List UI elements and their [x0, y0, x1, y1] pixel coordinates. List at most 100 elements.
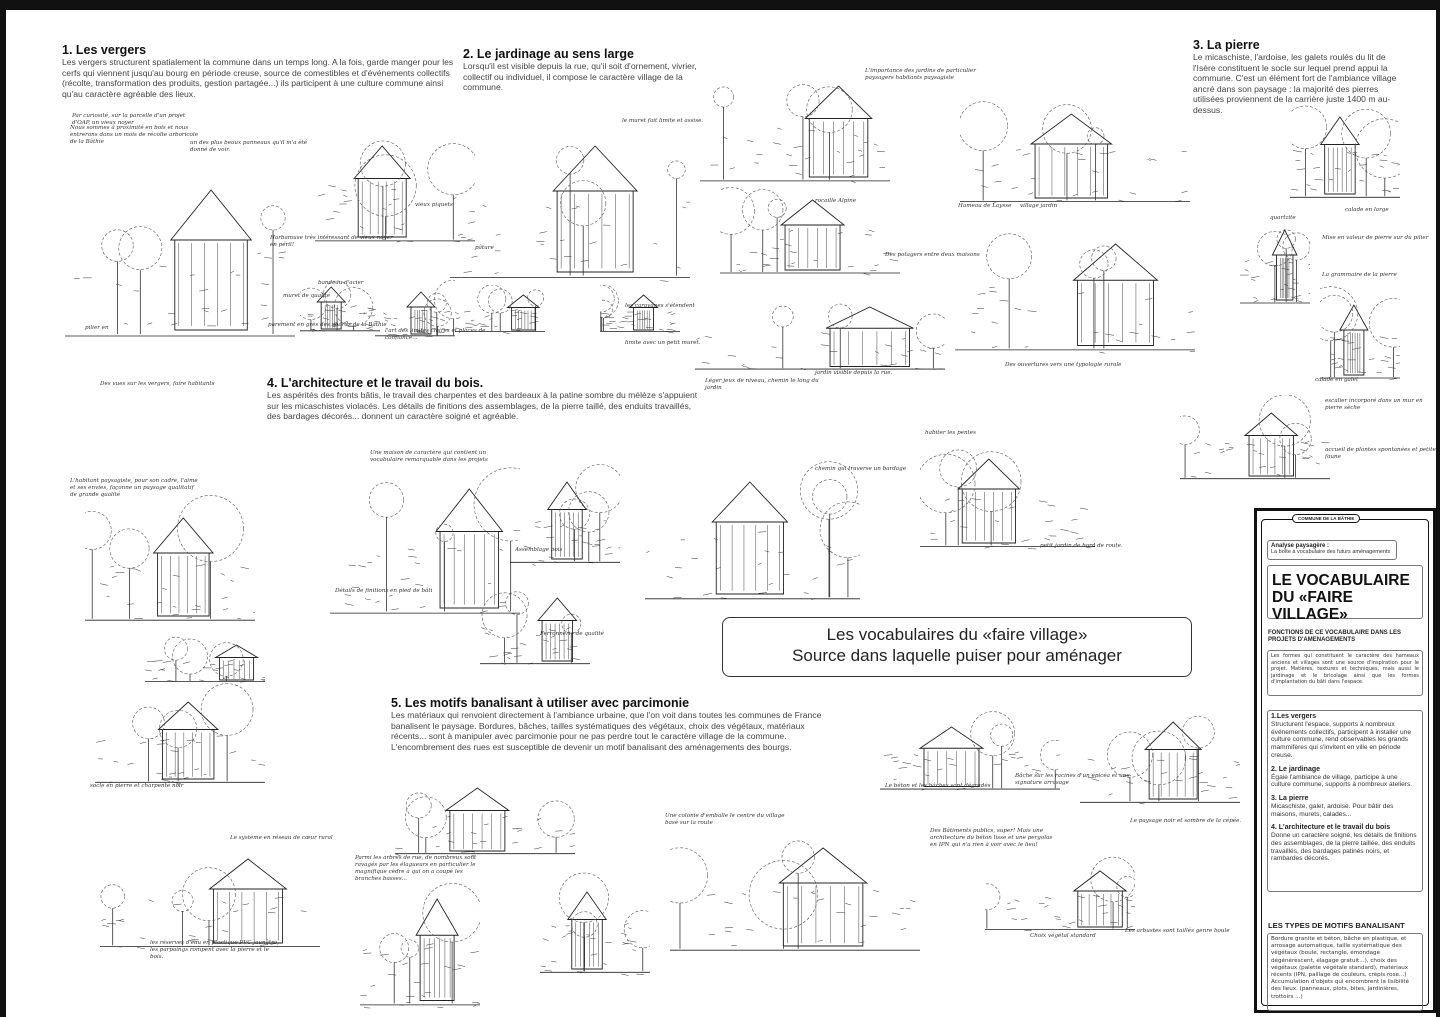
pen-sketch-illustration — [375, 280, 455, 340]
analyse-box: Analyse paysagère : La boîte à vocabulai… — [1267, 540, 1397, 560]
fonctions-text: Les formes qui constituent le caractère … — [1267, 650, 1423, 696]
item-title: 2. Le jardinage — [1271, 765, 1321, 773]
pen-sketch-illustration — [1080, 700, 1240, 810]
pen-sketch-illustration — [955, 215, 1195, 360]
pen-sketch-illustration — [920, 435, 1095, 555]
section-motifs-banalisant: 5. Les motifs banalisant à utiliser avec… — [391, 696, 831, 752]
section-jardinage: 2. Le jardinage au sens large Lorsqu'il … — [463, 47, 708, 93]
pen-sketch-illustration — [100, 835, 320, 955]
pen-sketch-illustration — [85, 490, 255, 630]
summary-panel: COMMUNE DE LA BÂTHIE Analyse paysagère :… — [1254, 508, 1436, 1013]
section-title: 3. La pierre — [1193, 38, 1260, 52]
types-heading: LES TYPES DE MOTIFS BANALISANT — [1268, 921, 1405, 930]
item-title: 3. La pierre — [1271, 794, 1309, 802]
handwritten-annotation: bandeau d'acier — [318, 280, 364, 286]
handwritten-annotation: Détails de finitions en pied de bâti — [335, 588, 433, 594]
item-title: 4. L'architecture et le travail du bois — [1271, 824, 1391, 832]
pen-sketch-illustration — [695, 290, 945, 375]
pen-sketch-illustration — [1290, 95, 1400, 205]
pen-sketch-illustration — [360, 870, 480, 1015]
fonctions-heading: FONCTIONS DE CE VOCABULAIRE DANS LES PRO… — [1268, 630, 1402, 643]
handwritten-annotation: un des plus beaux panneaux qu'il m'a été… — [190, 140, 308, 153]
handwritten-annotation: Par curiosité, sur la parcelle d'un proj… — [72, 113, 186, 126]
handwritten-annotation: Assemblage bois — [515, 547, 563, 553]
handwritten-annotation: chemin qui traverse un bardage — [815, 466, 907, 472]
poster-frame-top — [0, 0, 1440, 10]
section-text: Les matériaux qui renvoient directement … — [391, 710, 822, 752]
section-text: Les vergers structurent spatialement la … — [62, 57, 454, 99]
handwritten-annotation: Des vues sur les vergers, faire habitant… — [100, 381, 215, 387]
handwritten-annotation: l'art des limites claires et places de c… — [385, 328, 486, 341]
handwritten-annotation: Hameau de Laysse — [958, 203, 1012, 209]
pen-sketch-illustration — [720, 180, 900, 280]
pen-sketch-illustration — [395, 770, 575, 860]
handwritten-annotation: Une colonie d'emballe le centre du villa… — [665, 813, 785, 826]
commune-label: COMMUNE DE LA BÂTHIE — [1292, 514, 1361, 523]
section-title: 4. L'architecture et le travail du bois. — [267, 376, 484, 390]
item-text: Égaie l'ambiance de village, participe à… — [1271, 773, 1413, 789]
handwritten-annotation: Harbamuse très intéressant de vieux noye… — [270, 235, 393, 248]
handwritten-annotation: rocaille Alpine — [815, 198, 857, 204]
section-text: Lorsqu'il est visible depuis la rue, qu'… — [463, 61, 697, 92]
handwritten-annotation: calade en large — [1345, 207, 1389, 213]
center-line-2: Source dans laquelle puiser pour aménage… — [792, 646, 1122, 665]
handwritten-annotation: Des potagers entre deux maisons — [885, 252, 980, 258]
pen-sketch-illustration — [670, 820, 920, 960]
main-title-line-1: LE VOCABULAIRE — [1272, 572, 1410, 589]
pen-sketch-illustration — [540, 870, 650, 980]
pen-sketch-illustration — [510, 460, 620, 570]
handwritten-annotation: Le béton et les bâches sont dégradés — [885, 783, 991, 789]
handwritten-annotation: muret de qualité — [283, 293, 331, 299]
section-text: Le micaschiste, l'ardoise, les galets ro… — [1193, 52, 1397, 115]
pen-sketch-illustration — [985, 855, 1135, 935]
handwritten-annotation: escalier incorporé dans un mur en pierre… — [1325, 398, 1423, 411]
handwritten-annotation: socle en pierre et charpente noir — [90, 783, 184, 789]
handwritten-annotation: L'habitant paysagiste, pour son cadre, l… — [70, 478, 198, 498]
pen-sketch-illustration — [645, 450, 860, 610]
pen-sketch-illustration — [450, 110, 690, 290]
pen-sketch-illustration — [700, 60, 890, 190]
item-text: Donne un caractère soigné, les détails d… — [1271, 832, 1417, 863]
section-title: 2. Le jardinage au sens large — [463, 47, 634, 61]
pen-sketch-illustration — [1180, 395, 1330, 485]
poster-frame-right — [1436, 0, 1440, 1017]
handwritten-annotation: Les arbustes sont taillés genre boule — [1125, 928, 1230, 934]
handwritten-annotation: limite avec un petit muret. — [625, 340, 701, 346]
types-text: Bordure granite et béton, bâche en plast… — [1267, 933, 1423, 1011]
pen-sketch-illustration — [300, 275, 380, 335]
handwritten-annotation: Bâche sur les racines d'un épicéa et une… — [1015, 773, 1130, 786]
main-title-box: LE VOCABULAIRE DU «FAIRE VILLAGE» — [1267, 565, 1423, 623]
pen-sketch-illustration — [145, 635, 265, 685]
handwritten-annotation: pilier en — [85, 325, 109, 331]
handwritten-annotation: calade en galet — [1315, 377, 1359, 383]
analyse-subtitle: La boîte à vocabulaire des futurs aménag… — [1271, 549, 1391, 555]
handwritten-annotation: Le paysage noir et sombre de la cépée. — [1130, 818, 1242, 824]
pen-sketch-illustration — [455, 285, 545, 335]
item-text: Micaschiste, galet, ardoise. Pour bâtir … — [1271, 802, 1394, 818]
handwritten-annotation: Parmi les arbres de rue, de nombreux son… — [355, 855, 477, 882]
pen-sketch-illustration — [315, 120, 475, 250]
pen-sketch-illustration — [600, 285, 680, 335]
handwritten-annotation: Ferronnerie de qualité — [540, 631, 604, 637]
handwritten-annotation: L'importance des jardins de particulier … — [865, 68, 976, 81]
pen-sketch-illustration — [960, 90, 1190, 210]
handwritten-annotation: La grammaire de la pierre — [1322, 272, 1397, 278]
handwritten-annotation: Des ouvertures vers une typologie rurale — [1005, 362, 1122, 368]
section-pierre: 3. La pierre Le micaschiste, l'ardoise, … — [1193, 38, 1408, 115]
handwritten-annotation: village jardin — [1020, 203, 1058, 209]
handwritten-annotation: Des Bâtiments publics, super! Mais une a… — [930, 828, 1053, 848]
handwritten-annotation: accueil de plantes spontanées et petite … — [1325, 447, 1436, 460]
handwritten-annotation: pâture — [475, 245, 494, 251]
handwritten-annotation: les réserves d'eau en plastique PVC jaun… — [150, 940, 279, 960]
section-text: Les aspérités des fronts bâtis, le trava… — [267, 390, 698, 421]
pen-sketch-illustration — [65, 150, 295, 350]
section-title: 5. Les motifs banalisant à utiliser avec… — [391, 696, 690, 710]
section-vergers: 1. Les vergers Les vergers structurent s… — [62, 43, 462, 99]
handwritten-annotation: jardin visible depuis la rue. — [815, 370, 893, 376]
section-architecture: 4. L'architecture et le travail du bois.… — [267, 376, 707, 422]
handwritten-annotation: Léger jeux de niveau, chemin le long du … — [705, 378, 819, 391]
pen-sketch-illustration — [330, 455, 520, 625]
handwritten-annotation: Le système en réseau de cœur rural — [230, 835, 333, 841]
main-title-line-2: DU «FAIRE VILLAGE» — [1272, 589, 1353, 623]
